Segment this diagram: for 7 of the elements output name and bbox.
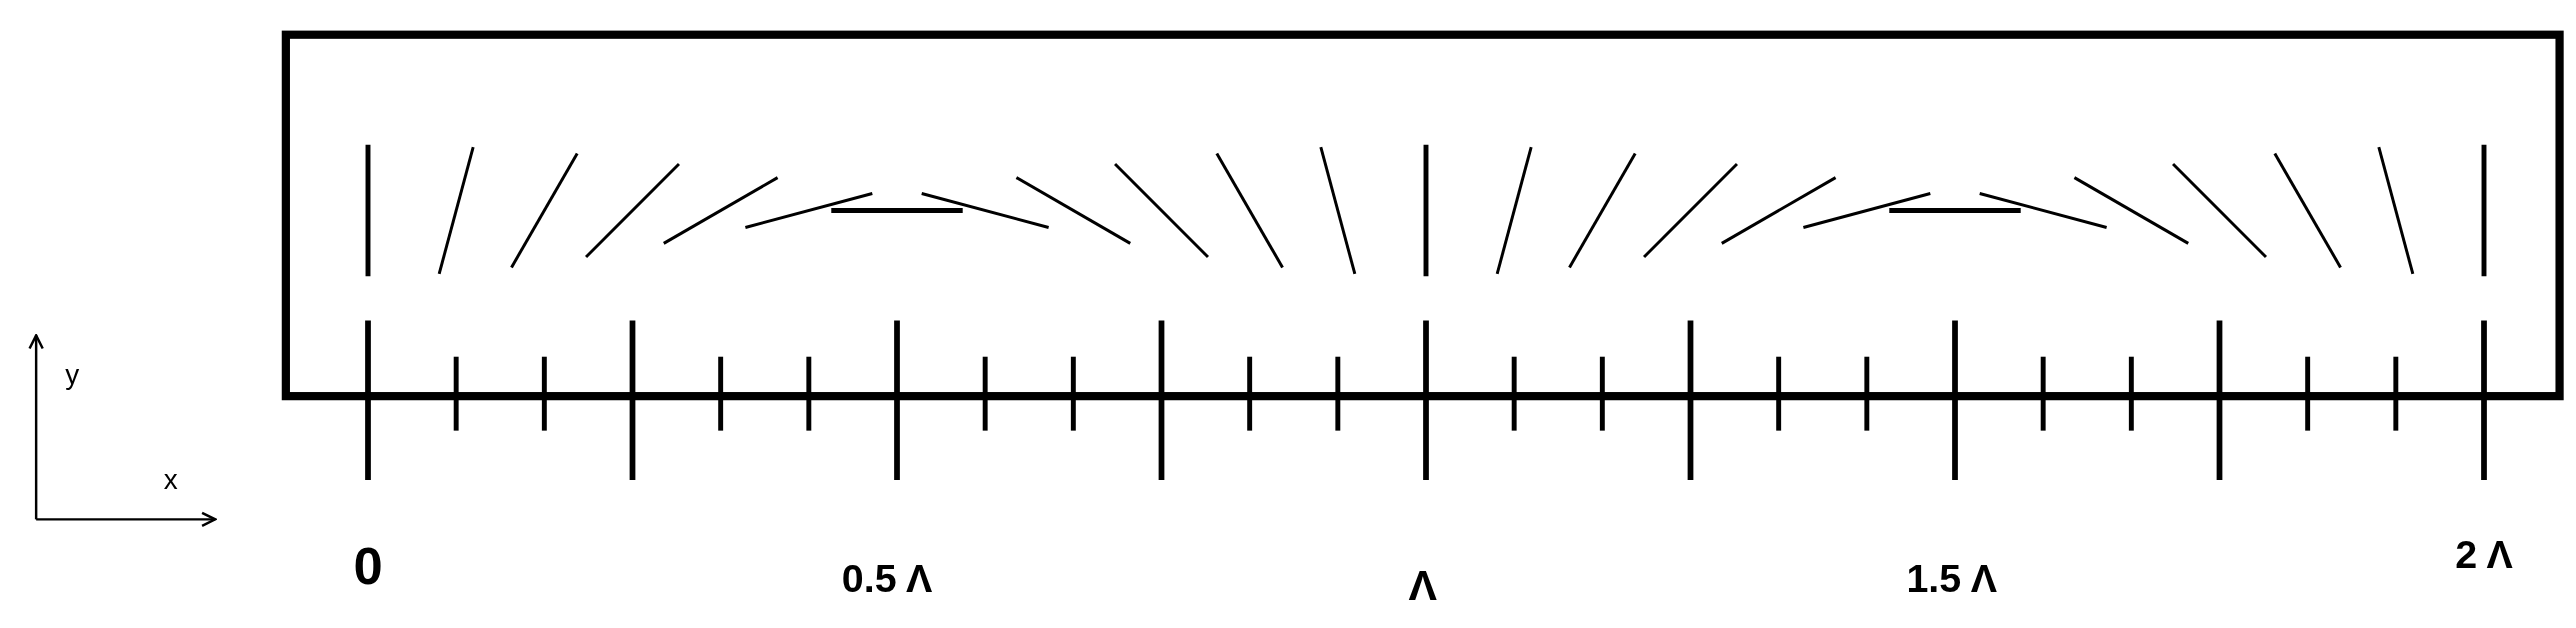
axis-label: y bbox=[65, 358, 80, 391]
tick-label: Λ bbox=[1408, 560, 1437, 610]
tick-label: 0.5 Λ bbox=[841, 555, 933, 601]
tick-label: 1.5 Λ bbox=[1906, 555, 1997, 601]
tick-label: 2 Λ bbox=[2455, 531, 2513, 577]
tick-label: 0 bbox=[353, 534, 383, 596]
axis-label: x bbox=[163, 463, 178, 496]
